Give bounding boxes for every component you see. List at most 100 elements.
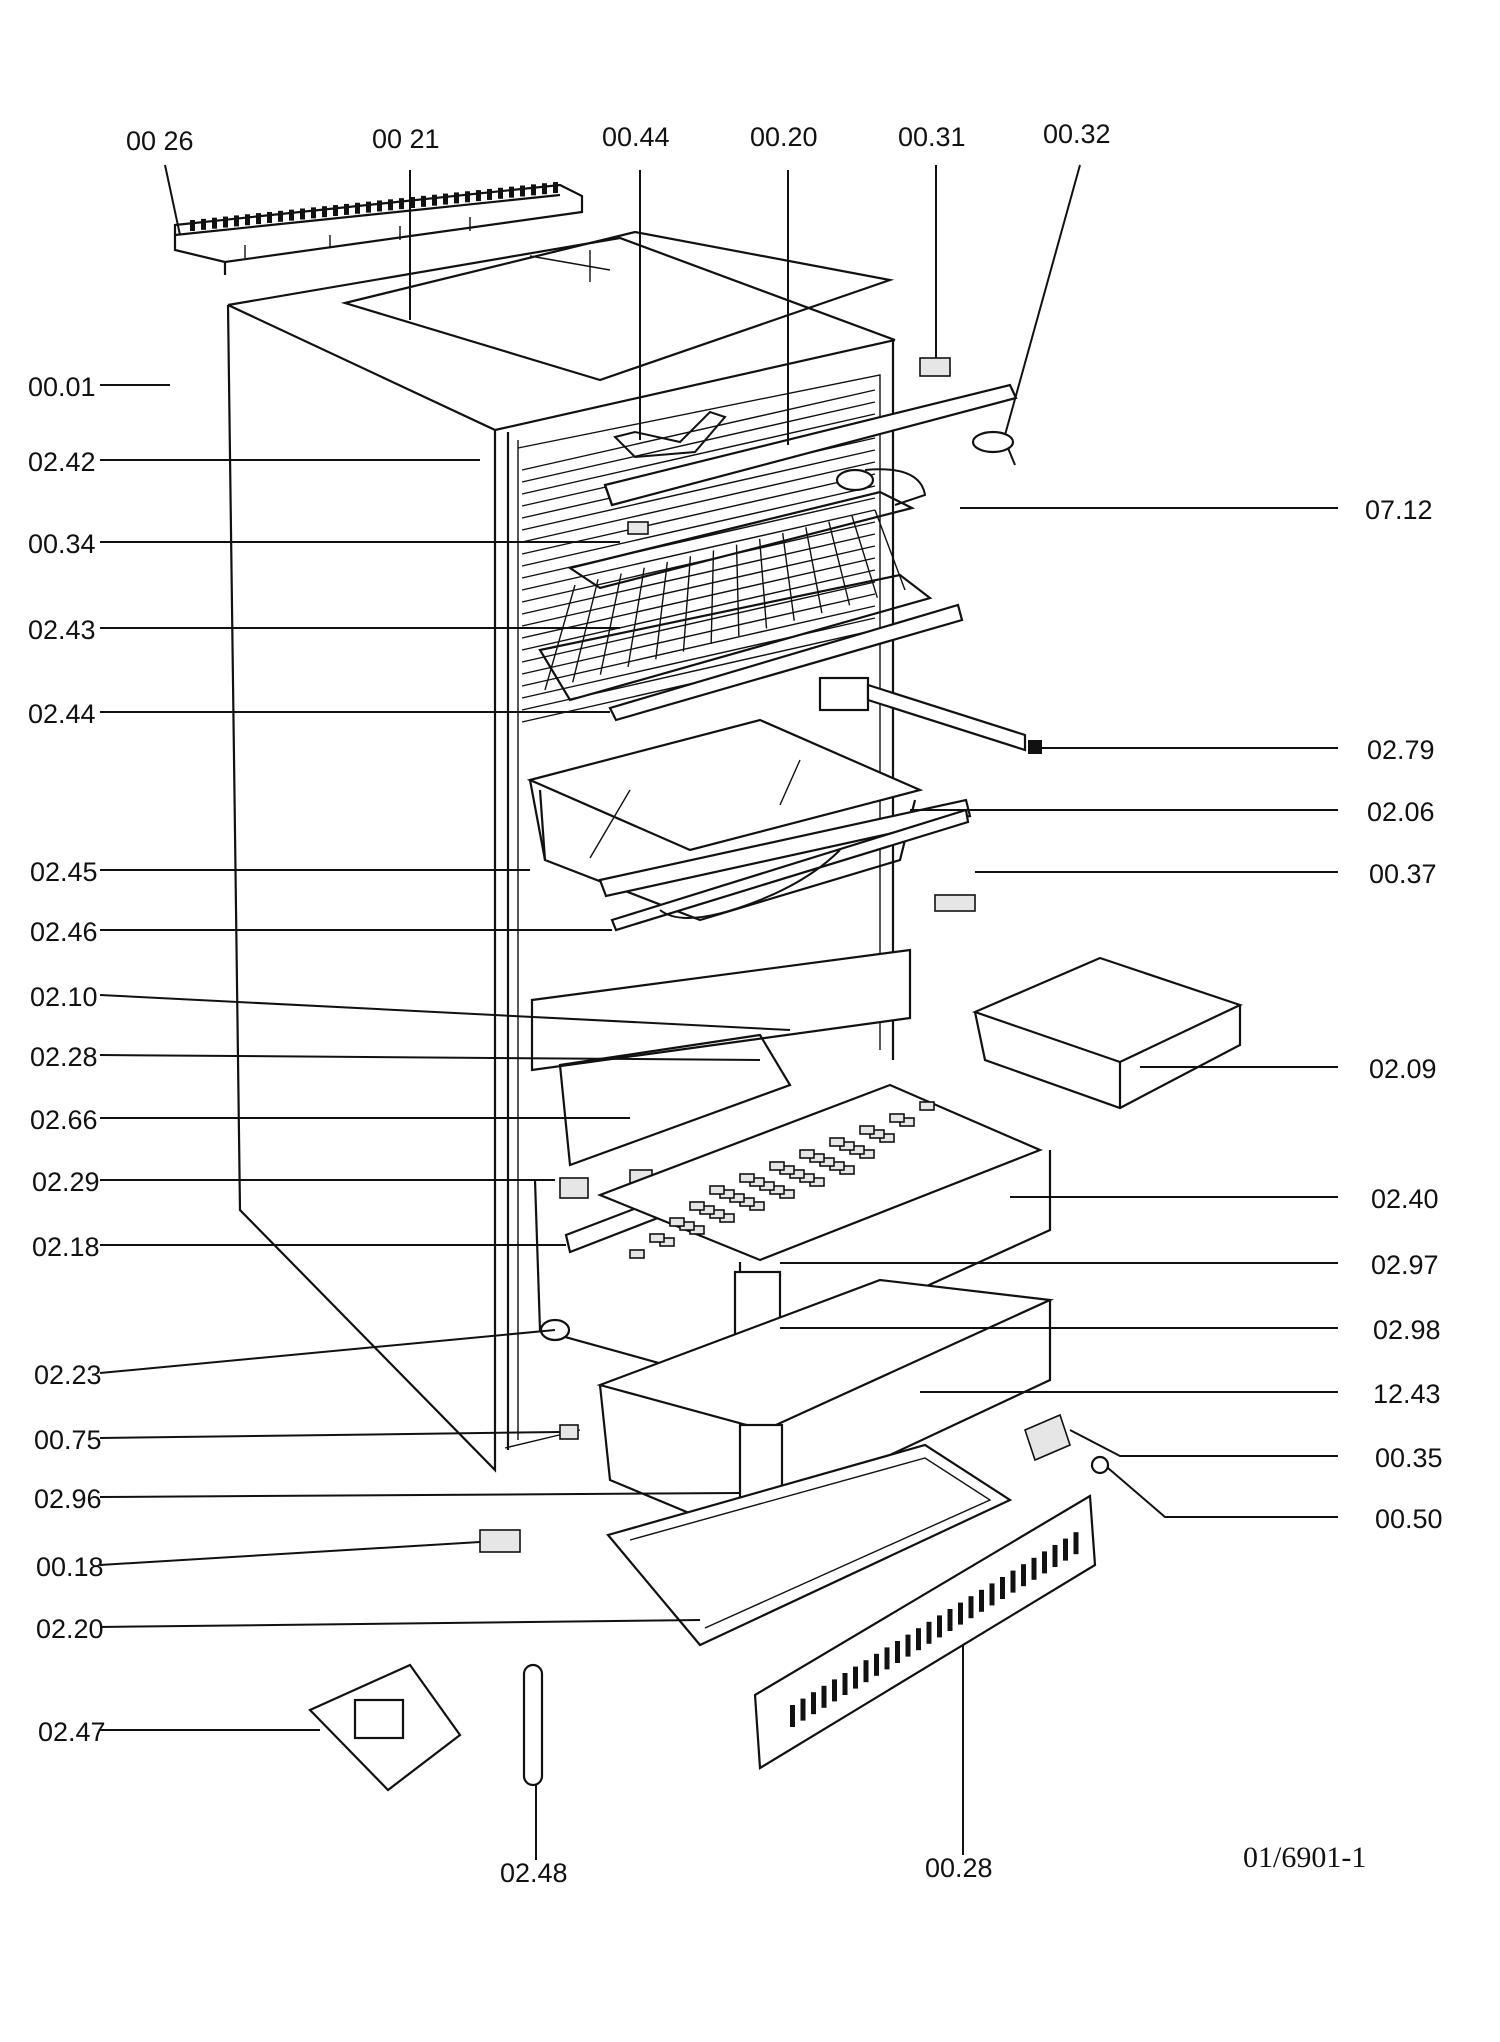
drawer-hole	[799, 1149, 815, 1159]
grille-slot	[366, 201, 371, 213]
kick-plate-slot	[1042, 1551, 1047, 1574]
back-wall-stripe	[521, 605, 876, 687]
kick-plate-slot	[884, 1647, 890, 1670]
back-wall-stripe	[521, 593, 876, 675]
part-label-00.37: 00.37	[1369, 859, 1437, 889]
wire-shelf	[538, 490, 933, 702]
part-label-02.46: 02.46	[30, 917, 98, 947]
crisper-cover-strip	[598, 798, 972, 898]
part-label-02.40: 02.40	[1371, 1184, 1439, 1214]
drawer-hole	[739, 1173, 755, 1183]
part-label-02.10: 02.10	[30, 982, 98, 1012]
part-label-07.12: 07.12	[1365, 495, 1433, 525]
grille-slot	[377, 200, 382, 212]
shelf-wire	[572, 579, 599, 683]
leader-lines	[99, 164, 1338, 1860]
grille-slot	[443, 193, 448, 205]
grille-slot	[399, 198, 404, 210]
kick-plate-slot	[1031, 1557, 1037, 1580]
ice-box	[971, 956, 1243, 1110]
drawer-hole	[689, 1201, 705, 1211]
part-label-02.18: 02.18	[32, 1232, 100, 1262]
back-wall-stripe	[521, 413, 876, 495]
grille-slot	[223, 216, 228, 228]
part-label-00.34: 00.34	[28, 529, 96, 559]
shelf-wire	[874, 509, 906, 591]
kick-plate-slot	[947, 1609, 953, 1631]
grille-slot	[542, 183, 547, 195]
shelf-wire	[710, 550, 715, 644]
back-wall-stripe	[521, 509, 876, 591]
shelf-wire	[758, 538, 768, 629]
grille-slot	[454, 192, 459, 204]
part-label-00.50: 00.50	[1375, 1504, 1443, 1534]
kick-plate-slot	[790, 1705, 795, 1727]
lower-hinge	[1024, 1413, 1071, 1462]
grille-slot	[498, 187, 503, 199]
part-label-02.45: 02.45	[30, 857, 98, 887]
kick-plate-slot	[958, 1602, 963, 1625]
grille-slot	[509, 186, 514, 198]
back-wall-stripe	[521, 485, 876, 567]
freezer-shelf	[558, 1033, 792, 1167]
grille-slot	[388, 199, 393, 211]
part-label-00.35: 00.35	[1375, 1443, 1443, 1473]
kick-plate-slot	[821, 1685, 827, 1708]
kick-plate-slot	[968, 1596, 974, 1619]
document-id: 01/6901-1	[1243, 1841, 1366, 1874]
kick-plate-slot	[937, 1615, 942, 1638]
part-label-02.48: 02.48	[500, 1858, 568, 1888]
shelf-trim	[608, 603, 964, 722]
bracket	[613, 410, 727, 459]
shelf-wire	[805, 527, 823, 614]
part-label-02.44: 02.44	[28, 699, 96, 729]
kick-plate-slot	[874, 1653, 879, 1676]
egg-tray	[308, 1663, 462, 1792]
part-label-12.43: 12.43	[1373, 1379, 1441, 1409]
thermostat-knob	[971, 430, 1015, 454]
grille-slot	[267, 211, 272, 223]
part-label-02.20: 02.20	[36, 1614, 104, 1644]
grille-slot	[300, 208, 305, 220]
kick-plate-slot	[1052, 1545, 1058, 1567]
drawing	[173, 182, 1243, 1792]
grille-slot	[487, 188, 492, 200]
drawer-hole	[919, 1101, 935, 1111]
grille-slot	[421, 195, 426, 207]
crisper-front-trim	[610, 808, 970, 932]
kick-plate	[753, 1494, 1097, 1770]
drawer-hole	[769, 1161, 785, 1171]
part-labels: 00.01 02.42 00.34 02.43 02.44 02.45 02.4…	[28, 119, 1443, 1888]
screw	[1090, 1455, 1110, 1475]
top-grille	[173, 182, 584, 275]
grille-slot	[531, 184, 536, 196]
grille-slot	[234, 215, 239, 227]
grille-slot	[256, 213, 261, 225]
grille-slot	[355, 202, 360, 214]
hinge	[934, 894, 976, 912]
part-label-00.01: 00.01	[28, 372, 96, 402]
kick-plate-slot	[853, 1666, 858, 1689]
drawer-hole	[649, 1233, 665, 1243]
part-label-00.21: 00 21	[372, 124, 440, 154]
shelf-wire	[781, 532, 795, 621]
grille-slot	[410, 197, 415, 208]
kick-plate-slot	[800, 1698, 806, 1721]
kick-plate-slot	[905, 1634, 911, 1657]
part-label-00.44: 00.44	[602, 122, 670, 152]
back-wall-stripe	[521, 557, 876, 639]
grille-slot	[278, 210, 283, 222]
kick-plate-slot	[863, 1660, 869, 1683]
part-label-02.66: 02.66	[30, 1105, 98, 1135]
kick-plate-slot	[979, 1589, 984, 1612]
grille-slot	[190, 220, 195, 231]
part-label-00.18: 00.18	[36, 1552, 104, 1582]
back-wall-stripe	[521, 545, 876, 627]
clip	[919, 357, 951, 377]
grille-slot	[520, 185, 525, 197]
drip-tray	[606, 1443, 1013, 1647]
back-wall-stripe	[521, 449, 876, 531]
part-label-02.47: 02.47	[38, 1717, 106, 1747]
part-label-00.20: 00.20	[750, 122, 818, 152]
